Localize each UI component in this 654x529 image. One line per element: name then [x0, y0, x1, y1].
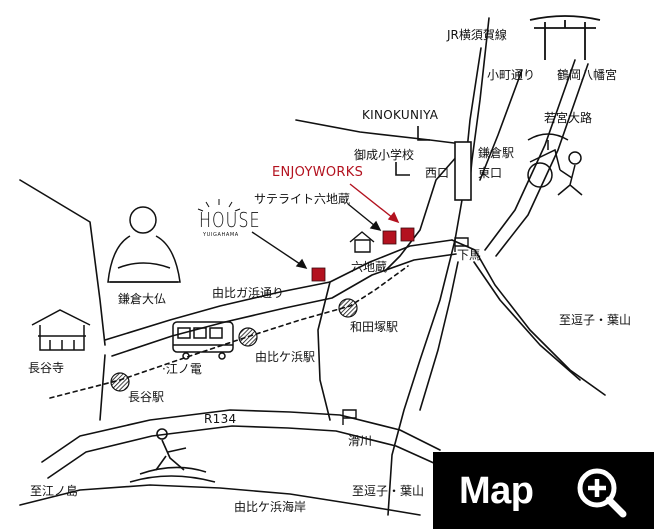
onari-school-label: 御成小学校 [354, 148, 415, 162]
rokujizo-label: 六地蔵 [351, 260, 388, 274]
house-yuigahama-marker [311, 267, 326, 282]
kinokuniya-road [295, 119, 471, 146]
namerikawa-label: 滑川 [348, 434, 373, 448]
onari-road [385, 154, 459, 271]
komachi-street [479, 69, 523, 181]
rokujizo-building [354, 239, 371, 253]
geba-label: 下馬 [457, 248, 482, 262]
kamakura-station-building [454, 141, 472, 201]
jr-line-label: JR横須賀線 [447, 28, 507, 42]
onari-school-building [395, 162, 410, 176]
higashiguchi-label: 東口 [478, 166, 503, 180]
map-zoom-button[interactable]: Map [433, 452, 654, 529]
satellite-rokujizo-label: サテライト六地蔵 [254, 192, 351, 206]
map-button-label: Map [459, 470, 534, 512]
surfer-icon [129, 428, 216, 483]
daibutsu-road [19, 179, 106, 346]
namerikawa-flag-icon [342, 409, 357, 425]
wakamiya-oji-road [484, 59, 576, 251]
yuigahama-dori-label: 由比ガ浜通り [212, 286, 285, 300]
yuigahama-dori [104, 239, 453, 341]
yuigahama-station-marker [238, 327, 258, 347]
yuigahama-beach-label: 由比ケ浜海岸 [234, 500, 307, 514]
hasedera-label: 長谷寺 [28, 361, 65, 375]
enoden-label: ·江ノ電 [162, 362, 202, 376]
house-logo-subtext: YUIGAHAMA [203, 232, 239, 238]
zoom-in-icon [577, 468, 627, 518]
enjoyworks-marker [400, 227, 415, 242]
enjoyworks-label: ENJOYWORKS [272, 165, 364, 180]
geba-flag-icon [454, 237, 469, 252]
wadazuka-station-label: 和田塚駅 [350, 320, 399, 334]
coastline [19, 484, 421, 516]
hase-station-marker [110, 372, 130, 392]
nishiguchi-label: 西口 [425, 166, 450, 180]
hachimangu-label: 鶴岡八幡宮 [557, 68, 618, 82]
rickshaw-icon [527, 133, 583, 196]
great-buddha-icon [107, 206, 181, 283]
kamakura-station-label: 鎌倉駅 [478, 146, 515, 160]
hasedera-temple-icon [31, 309, 91, 351]
torii-gate-icon [529, 15, 601, 60]
enoden-label-text: 江ノ電 [165, 362, 202, 376]
yuigahama-station-label: 由比ケ浜駅 [255, 350, 316, 364]
to-enoshima-label: 至江ノ島 [30, 484, 79, 498]
hase-station-label: 長谷駅 [128, 390, 165, 404]
r134-label: R134 [204, 412, 237, 426]
kinokuniya-label: KINOKUNIYA [362, 108, 439, 122]
enoden-tram-icon [172, 321, 234, 360]
daibutsu-label: 鎌倉大仏 [118, 292, 167, 306]
geba-road [451, 239, 606, 396]
house-arrow [251, 231, 307, 269]
enoden-rail [49, 265, 409, 399]
namerikawa-street [317, 281, 331, 421]
satellite-rokujizo-marker [382, 230, 397, 245]
zushi-hayama-bottom-label: 至逗子・葉山 [352, 484, 425, 498]
kinokuniya-building [417, 126, 430, 141]
house-logo-text: HOUSE [199, 208, 261, 232]
r134-road [41, 409, 441, 463]
zushi-hayama-right-label: 至逗子・葉山 [559, 313, 632, 327]
enjoyworks-arrow [349, 183, 399, 223]
wakamiya-label: 若宮大路 [544, 111, 593, 125]
wadazuka-station-marker [338, 298, 358, 318]
house-logo-rays-icon [197, 199, 241, 212]
komachi-label: 小町通り [487, 68, 536, 82]
